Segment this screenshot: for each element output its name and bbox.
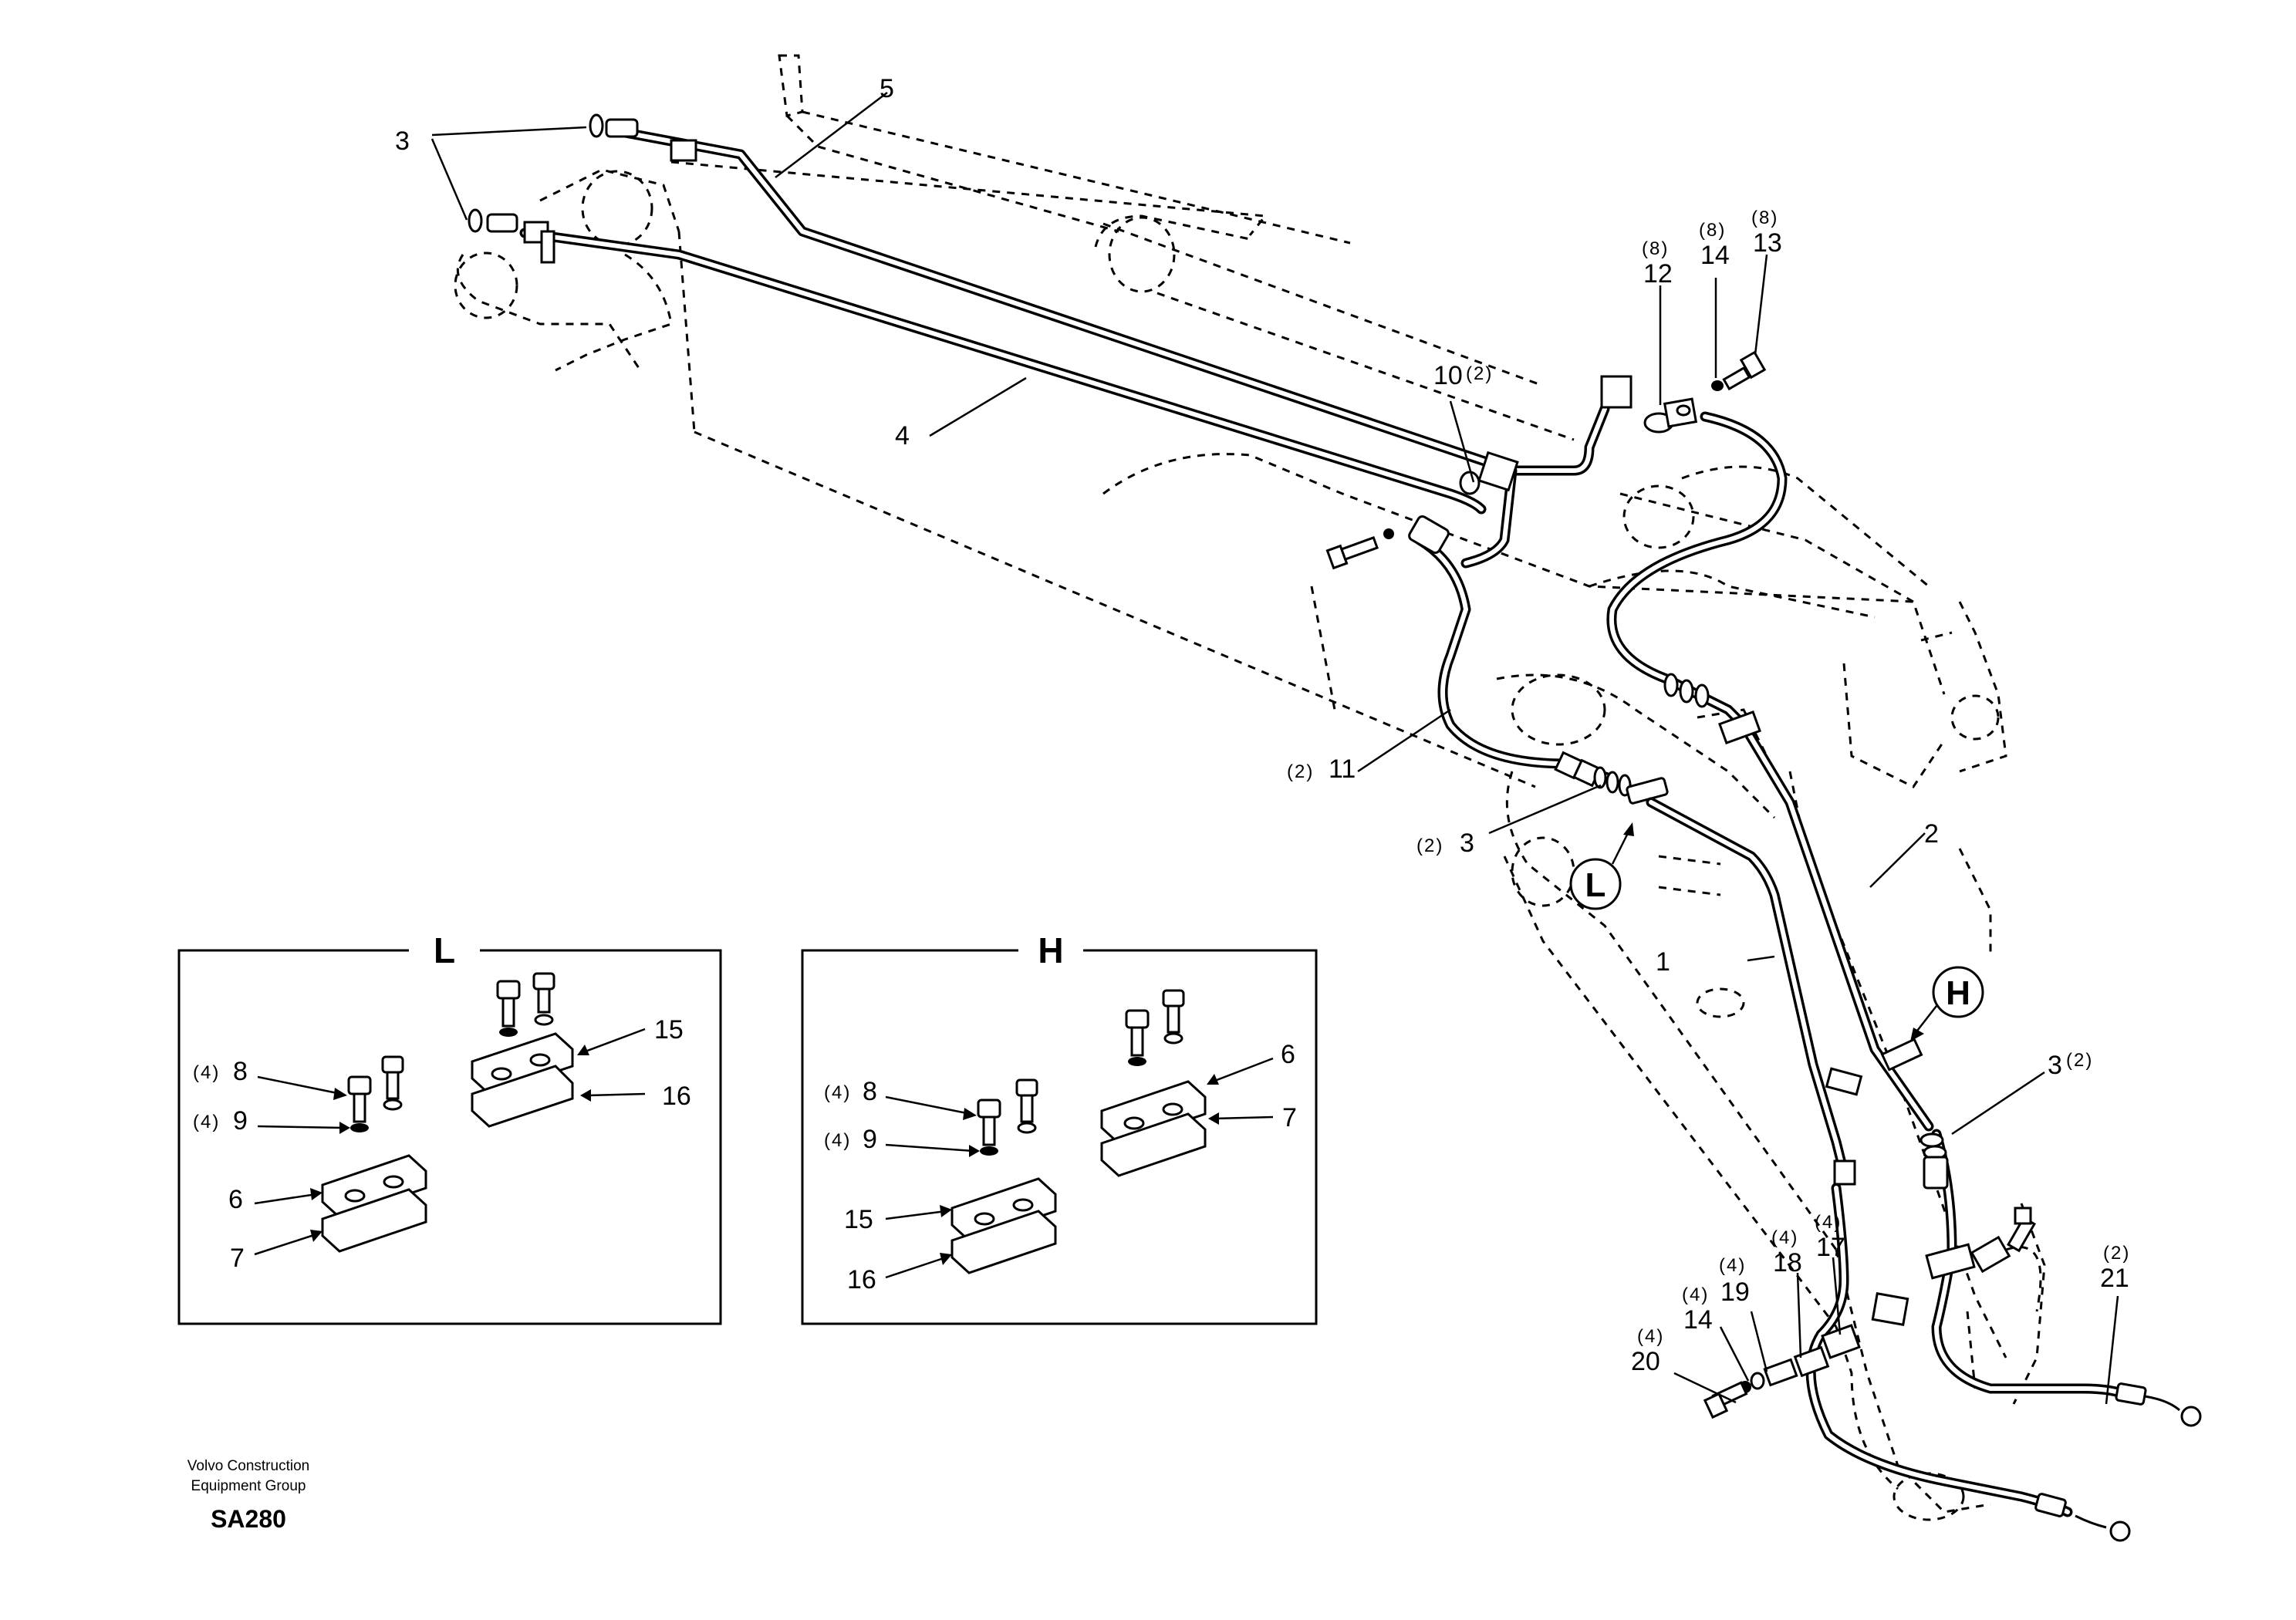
svg-text:19: 19 bbox=[1720, 1277, 1750, 1307]
svg-text:21: 21 bbox=[2100, 1264, 2129, 1293]
svg-text:5: 5 bbox=[880, 74, 894, 103]
svg-text:(4): (4) bbox=[1682, 1284, 1709, 1305]
callout-l-letter: L bbox=[1585, 866, 1606, 904]
svg-text:(4): (4) bbox=[1815, 1212, 1842, 1233]
svg-text:4: 4 bbox=[895, 421, 910, 451]
pipe-1[interactable] bbox=[1646, 797, 1863, 1186]
detail-h-label-9-qty: (4) bbox=[824, 1130, 851, 1151]
detail-l-label-9-qty: (4) bbox=[193, 1112, 220, 1132]
svg-text:14: 14 bbox=[1700, 241, 1730, 270]
svg-text:18: 18 bbox=[1773, 1248, 1802, 1277]
pipe-end-fittings[interactable] bbox=[468, 113, 697, 264]
detail-h-label-16: 16 bbox=[847, 1265, 876, 1294]
detail-h-box: H bbox=[801, 930, 1318, 1325]
svg-text:3: 3 bbox=[1460, 829, 1474, 858]
detail-l-label-6: 6 bbox=[228, 1185, 243, 1214]
part-label-3-top: 3 bbox=[395, 127, 410, 156]
footer-drawing-code: SA280 bbox=[211, 1505, 286, 1533]
detail-h-label-15: 15 bbox=[844, 1205, 873, 1234]
svg-text:13: 13 bbox=[1753, 228, 1782, 258]
hose-11[interactable] bbox=[1407, 515, 1618, 788]
bracket-bolts-upper[interactable] bbox=[1643, 350, 1767, 434]
detail-l-clamp-lower[interactable] bbox=[321, 1055, 427, 1253]
svg-text:11: 11 bbox=[1329, 754, 1356, 784]
pipe-5[interactable] bbox=[612, 126, 1610, 569]
svg-text:(8): (8) bbox=[1642, 238, 1669, 259]
detail-h-clamp-lower[interactable] bbox=[950, 1078, 1057, 1274]
part-label-3-right: 3 (2) bbox=[2048, 1050, 2093, 1080]
detail-l-title: L bbox=[434, 930, 455, 970]
detail-l-box: L bbox=[177, 930, 722, 1325]
callout-h[interactable]: H bbox=[1910, 966, 1984, 1041]
svg-text:2: 2 bbox=[1924, 819, 1939, 849]
detail-l-label-7: 7 bbox=[230, 1244, 245, 1273]
svg-text:10: 10 bbox=[1433, 361, 1463, 390]
detail-l-label-15: 15 bbox=[654, 1015, 684, 1045]
svg-text:(8): (8) bbox=[1699, 220, 1726, 241]
svg-text:12: 12 bbox=[1643, 259, 1673, 289]
part-label-17: (4) 17 bbox=[1815, 1212, 1845, 1262]
part-label-19: (4) 19 bbox=[1719, 1255, 1750, 1307]
callout-l[interactable]: L bbox=[1569, 822, 1634, 910]
svg-text:(8): (8) bbox=[1751, 208, 1778, 228]
pipe-clamp-10[interactable] bbox=[1459, 375, 1633, 495]
callout-h-letter: H bbox=[1946, 974, 1970, 1012]
part-label-14-lower: (4) 14 bbox=[1682, 1284, 1713, 1335]
svg-text:(4): (4) bbox=[1771, 1227, 1798, 1248]
footer-company-line2: Equipment Group bbox=[191, 1478, 306, 1494]
svg-text:(2): (2) bbox=[2103, 1243, 2130, 1264]
hose-21[interactable] bbox=[1805, 1129, 2202, 1542]
part-label-21: (2) 21 bbox=[2100, 1243, 2130, 1293]
svg-text:17: 17 bbox=[1816, 1233, 1845, 1262]
svg-text:14: 14 bbox=[1683, 1305, 1713, 1335]
part-label-4: 4 bbox=[895, 421, 910, 451]
detail-l-label-8-qty: (4) bbox=[193, 1062, 220, 1083]
bolt-upper-left[interactable] bbox=[1325, 528, 1394, 570]
detail-h-label-6: 6 bbox=[1281, 1040, 1295, 1069]
part-label-11: (2) 11 bbox=[1287, 754, 1356, 784]
footer-company-line1: Volvo Construction bbox=[187, 1458, 309, 1474]
svg-text:3: 3 bbox=[395, 127, 410, 156]
part-label-3-mid: (2) 3 bbox=[1416, 829, 1474, 858]
pipe-4[interactable] bbox=[519, 228, 1487, 515]
svg-text:(4): (4) bbox=[1637, 1326, 1664, 1347]
detail-h-clamp-upper[interactable] bbox=[1100, 989, 1207, 1177]
svg-text:(4): (4) bbox=[1719, 1255, 1746, 1276]
detail-l-clamp-upper[interactable] bbox=[471, 972, 574, 1128]
detail-l-label-16: 16 bbox=[662, 1082, 691, 1111]
part-label-18: (4) 18 bbox=[1771, 1227, 1802, 1277]
detail-h-label-8: 8 bbox=[863, 1077, 877, 1106]
detail-l-label-8: 8 bbox=[233, 1057, 248, 1086]
footer: Volvo Construction Equipment Group SA280 bbox=[187, 1458, 309, 1533]
clamp-parts-lower[interactable] bbox=[1703, 1324, 1861, 1419]
part-label-5: 5 bbox=[880, 74, 894, 103]
boom-phantom-outline bbox=[454, 54, 2046, 1521]
detail-h-label-9: 9 bbox=[863, 1125, 877, 1154]
detail-l-label-9: 9 bbox=[233, 1106, 248, 1136]
detail-h-label-7: 7 bbox=[1282, 1103, 1297, 1132]
svg-text:1: 1 bbox=[1656, 947, 1670, 977]
part-label-10: 10 (2) bbox=[1433, 361, 1493, 390]
part-label-1: 1 bbox=[1656, 947, 1670, 977]
part-label-14-upper: (8) 14 bbox=[1699, 220, 1730, 270]
hose-2[interactable] bbox=[1606, 411, 1934, 1132]
svg-text:(2): (2) bbox=[1416, 835, 1443, 856]
lower-fittings[interactable] bbox=[1871, 1132, 2036, 1326]
svg-text:(2): (2) bbox=[2066, 1050, 2093, 1071]
part-label-12: (8) 12 bbox=[1642, 238, 1673, 289]
part-label-20: (4) 20 bbox=[1631, 1326, 1664, 1376]
part-label-13: (8) 13 bbox=[1751, 208, 1782, 258]
svg-text:20: 20 bbox=[1631, 1347, 1660, 1376]
part-label-2: 2 bbox=[1924, 819, 1939, 849]
detail-h-title: H bbox=[1038, 930, 1063, 970]
svg-text:(2): (2) bbox=[1466, 363, 1493, 384]
detail-h-label-8-qty: (4) bbox=[824, 1082, 851, 1103]
leader-lines bbox=[430, 92, 2119, 1405]
o-rings-3[interactable] bbox=[1593, 766, 1669, 805]
svg-text:3: 3 bbox=[2048, 1051, 2062, 1080]
svg-text:(2): (2) bbox=[1287, 761, 1314, 782]
